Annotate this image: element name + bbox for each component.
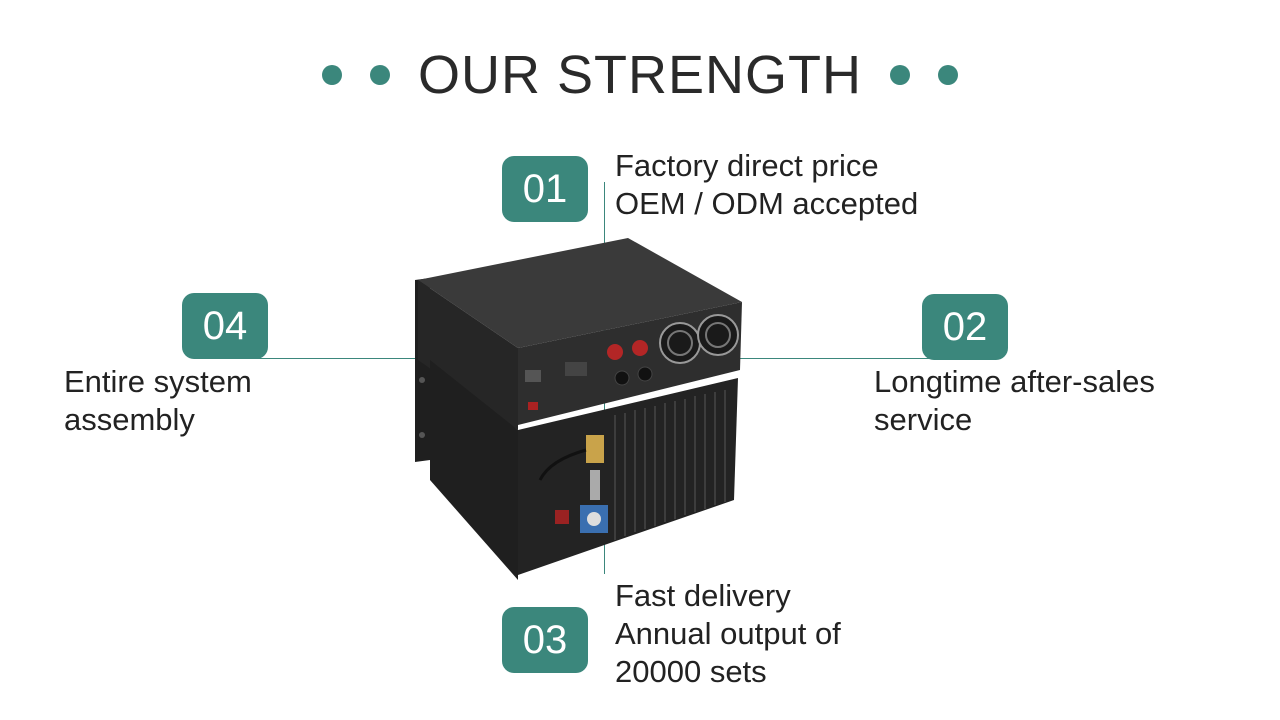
strength-04-text: Entire system assembly <box>64 363 252 439</box>
strength-04-badge: 04 <box>182 293 268 359</box>
strength-02-number: 02 <box>942 304 988 349</box>
strength-04-number: 04 <box>202 303 248 348</box>
strength-01-line1: Factory direct price <box>615 148 879 183</box>
strength-01-badge: 01 <box>502 156 588 222</box>
dot-icon <box>370 65 390 85</box>
strength-03-badge: 03 <box>502 607 588 673</box>
dot-icon <box>890 65 910 85</box>
strength-03-line1: Fast delivery <box>615 578 791 613</box>
strength-02-line1: Longtime after-sales <box>874 364 1155 399</box>
page-title: OUR STRENGTH <box>418 45 862 105</box>
strength-03-line3: 20000 sets <box>615 654 767 689</box>
strength-03-line2: Annual output of <box>615 616 841 651</box>
strength-03-number: 03 <box>522 617 568 662</box>
strength-01-text: Factory direct price OEM / ODM accepted <box>615 147 918 223</box>
strength-02-badge: 02 <box>922 294 1008 360</box>
strength-04-line2: assembly <box>64 402 195 437</box>
dot-icon <box>938 65 958 85</box>
strength-02-text: Longtime after-sales service <box>874 363 1155 439</box>
strength-01-line2: OEM / ODM accepted <box>615 186 919 221</box>
header: OUR STRENGTH <box>0 40 1280 110</box>
strength-03-text: Fast delivery Annual output of 20000 set… <box>615 577 841 691</box>
strength-01-number: 01 <box>522 166 568 211</box>
strength-02-line2: service <box>874 402 973 437</box>
dot-icon <box>322 65 342 85</box>
left-dots <box>322 65 390 85</box>
right-dots <box>890 65 958 85</box>
strength-04-line1: Entire system <box>64 364 252 399</box>
power-supply-product-image <box>415 238 742 580</box>
